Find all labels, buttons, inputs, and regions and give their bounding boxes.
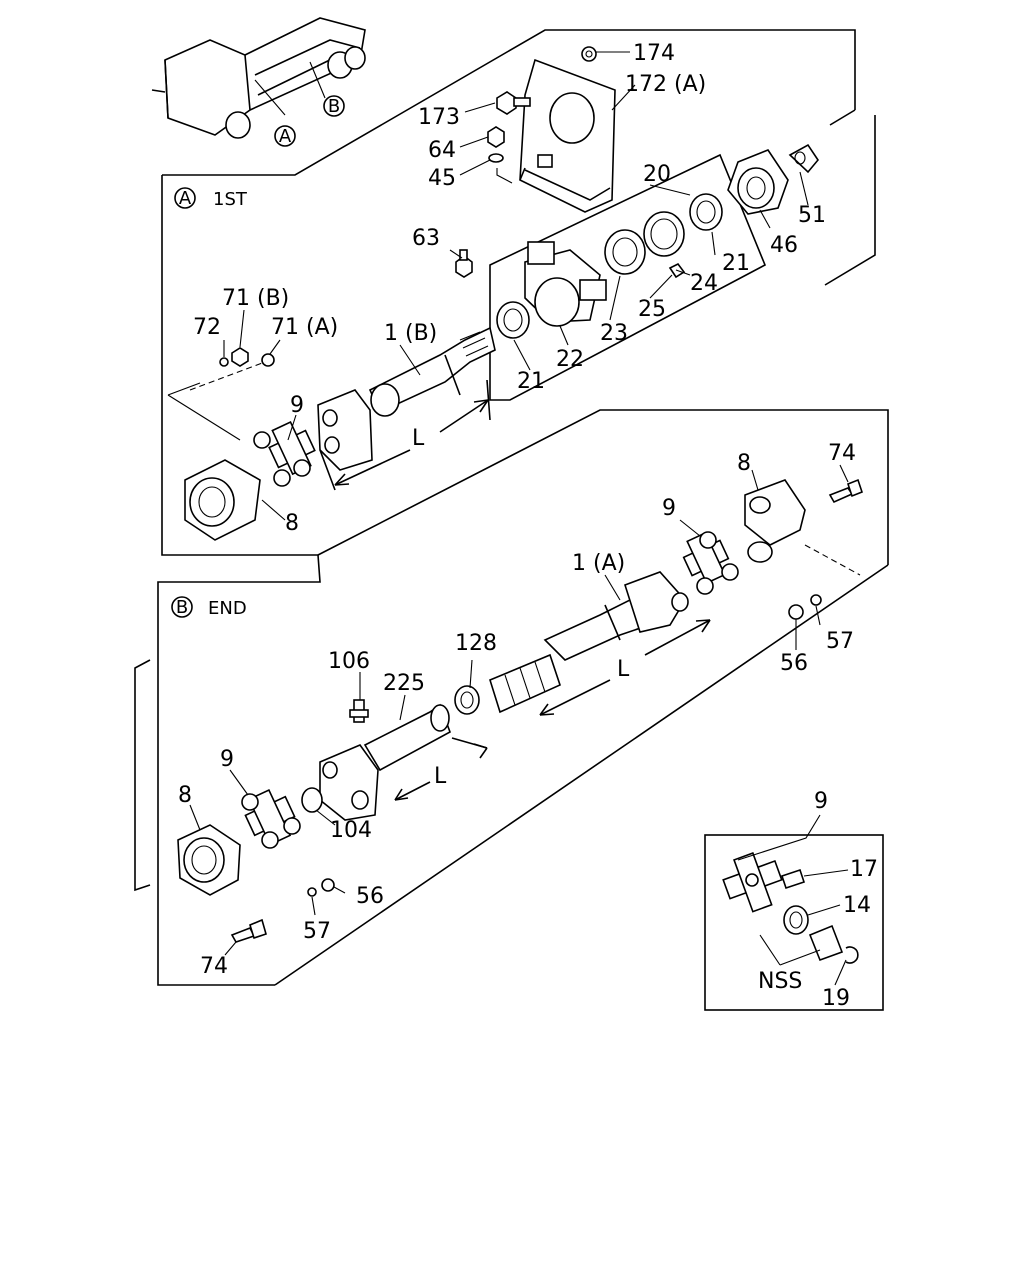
label-inset-9: 9 xyxy=(814,789,828,814)
label-74-bottom: 74 xyxy=(200,954,228,979)
bearing-rings xyxy=(496,193,723,339)
label-71b: 71 (B) xyxy=(222,286,289,311)
label-23: 23 xyxy=(600,321,628,346)
yoke-first xyxy=(317,389,373,471)
label-172a: 172 (A) xyxy=(625,72,706,97)
label-57-top: 57 xyxy=(826,629,854,654)
bolt-63 xyxy=(455,249,473,278)
label-225: 225 xyxy=(383,671,425,696)
flange-yoke-end-top xyxy=(744,479,806,563)
label-106: 106 xyxy=(328,649,370,674)
universal-joint-end-top xyxy=(682,531,739,595)
truck-marker-b: B xyxy=(328,96,340,117)
leader-lines xyxy=(189,51,849,986)
label-1b: 1 (B) xyxy=(384,321,437,346)
label-51: 51 xyxy=(798,203,826,228)
label-L-end-mid: L xyxy=(617,657,630,682)
inset-cross-detail xyxy=(722,852,859,964)
dimension-arrows xyxy=(319,379,711,801)
label-25: 25 xyxy=(638,297,666,322)
section-frames xyxy=(134,29,889,1011)
label-9-end-bottom: 9 xyxy=(220,747,234,772)
label-14: 14 xyxy=(843,893,871,918)
section-end-marker: B xyxy=(176,597,188,618)
label-8-end-top: 8 xyxy=(737,451,751,476)
label-64: 64 xyxy=(428,138,456,163)
companion-flange-46 xyxy=(727,143,819,215)
label-nss: NSS xyxy=(758,969,802,994)
grease-fitting-106 xyxy=(349,699,369,723)
section-end-heading: B END xyxy=(171,596,247,619)
label-72: 72 xyxy=(193,315,221,340)
label-L-end-left: L xyxy=(434,764,447,789)
part-labels: 174 172 (A) 173 64 45 20 46 51 21 24 25 … xyxy=(178,41,878,1011)
flange-yoke-end-bottom xyxy=(177,824,241,896)
label-71a: 71 (A) xyxy=(271,315,338,340)
bearing-housing-22 xyxy=(524,241,607,327)
truck-marker-a: A xyxy=(279,126,292,147)
propeller-shaft-1b xyxy=(368,326,496,417)
bolt-74-bottom xyxy=(230,918,267,943)
ring-104 xyxy=(301,787,323,813)
section-first-title: 1ST xyxy=(213,189,248,210)
ring-128 xyxy=(454,685,480,715)
label-24: 24 xyxy=(690,271,718,296)
label-74-top: 74 xyxy=(828,441,856,466)
label-17: 17 xyxy=(850,857,878,882)
section-first-marker: A xyxy=(179,188,192,209)
slip-yoke-225 xyxy=(319,703,451,821)
label-173: 173 xyxy=(418,105,460,130)
small-hardware-first xyxy=(167,347,275,441)
propeller-shaft-1a xyxy=(489,571,689,714)
label-8-first: 8 xyxy=(285,511,299,536)
label-174: 174 xyxy=(633,41,675,66)
section-first-heading: A 1ST xyxy=(174,187,248,210)
label-9-first: 9 xyxy=(290,393,304,418)
label-22: 22 xyxy=(556,347,584,372)
small-hardware-end xyxy=(307,544,861,897)
universal-joint-first xyxy=(253,421,316,487)
label-9-end-top: 9 xyxy=(662,496,676,521)
label-45: 45 xyxy=(428,166,456,191)
universal-joint-end-bottom xyxy=(241,788,301,849)
label-104: 104 xyxy=(330,818,372,843)
label-L-first: L xyxy=(412,426,425,451)
label-56-bottom: 56 xyxy=(356,884,384,909)
label-19: 19 xyxy=(822,986,850,1011)
label-1a: 1 (A) xyxy=(572,551,625,576)
label-128: 128 xyxy=(455,631,497,656)
label-56-top: 56 xyxy=(780,651,808,676)
flange-yoke-first xyxy=(184,459,261,541)
label-63: 63 xyxy=(412,226,440,251)
center-bearing-bracket xyxy=(519,58,616,213)
label-21-right: 21 xyxy=(722,251,750,276)
label-8-end-bottom: 8 xyxy=(178,783,192,808)
truck-marker-a-circle xyxy=(274,125,296,147)
label-57-bottom: 57 xyxy=(303,919,331,944)
truck-marker-b-circle xyxy=(323,95,345,117)
label-46: 46 xyxy=(770,233,798,258)
small-hardware-top xyxy=(487,46,597,184)
bolt-74-top xyxy=(828,478,863,504)
label-20: 20 xyxy=(643,162,671,187)
label-21-left: 21 xyxy=(517,369,545,394)
truck-thumbnail: A B xyxy=(151,17,366,147)
section-end-title: END xyxy=(208,598,247,619)
